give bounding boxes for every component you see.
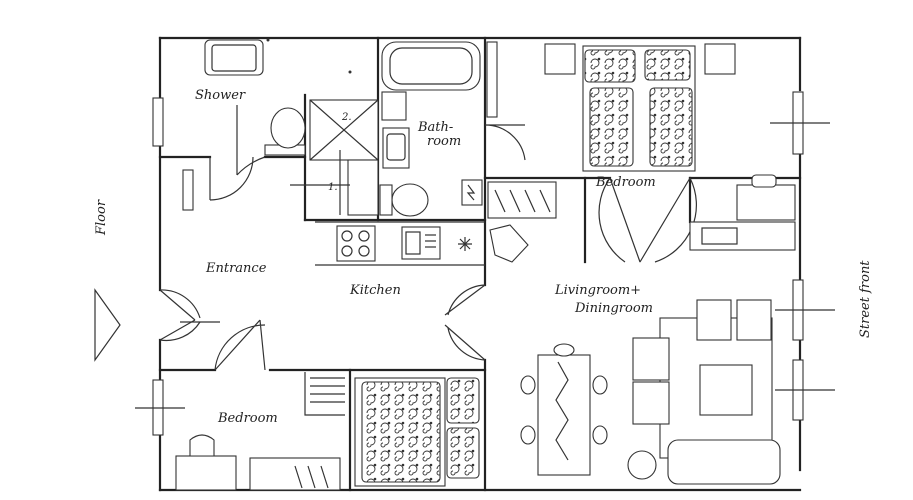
bedroom-bottom-furniture bbox=[175, 372, 480, 491]
windows bbox=[135, 91, 835, 436]
label-marker-1: 1. bbox=[328, 182, 338, 193]
label-bedroom-bottom: Bedroom bbox=[217, 411, 278, 426]
label-living-line1: Livingroom+ bbox=[554, 283, 641, 298]
label-floor: Floor bbox=[94, 199, 109, 236]
reference-lines bbox=[180, 150, 350, 323]
label-bathroom-line2: room bbox=[427, 134, 461, 149]
label-street-front: Street front bbox=[858, 260, 873, 338]
bedroom-top-furniture bbox=[487, 43, 796, 263]
label-bedroom-top: Bedroom bbox=[595, 175, 656, 190]
entry-arrow bbox=[94, 288, 121, 362]
doors bbox=[159, 105, 697, 371]
label-living-line2: Diningroom bbox=[574, 301, 653, 316]
label-bathroom-line1: Bath- bbox=[417, 120, 453, 135]
shower-room-fixtures bbox=[204, 38, 379, 216]
room-labels: Shower Bath- room Bedroom Entrance Kitch… bbox=[94, 88, 873, 426]
bathroom-fixtures bbox=[379, 41, 498, 217]
kitchen-counter bbox=[336, 225, 472, 262]
label-marker-2: 2. bbox=[341, 112, 352, 123]
living-dining-furniture bbox=[520, 221, 796, 485]
label-entrance: Entrance bbox=[205, 261, 267, 276]
label-shower: Shower bbox=[195, 88, 246, 103]
label-kitchen: Kitchen bbox=[349, 283, 401, 298]
